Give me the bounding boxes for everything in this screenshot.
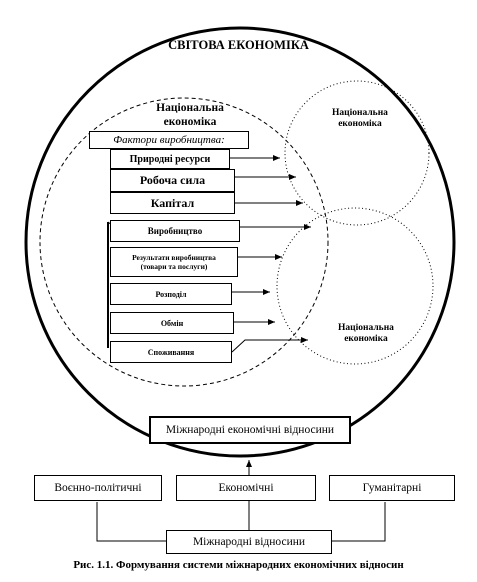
national-economy-bottom-circle xyxy=(276,207,434,365)
process-distribution: Розподіл xyxy=(110,283,232,305)
arrow-consumption xyxy=(231,337,308,353)
world-economy-title: СВІТОВА ЕКОНОМІКА xyxy=(168,38,309,52)
international-relations-box: Міжнародні відносини xyxy=(166,530,332,554)
link-humanitarian xyxy=(332,502,386,542)
world-economy-circle xyxy=(24,26,456,458)
relation-military-political: Воєнно-політичні xyxy=(34,475,162,501)
factors-header: Фактори виробництва: xyxy=(89,131,249,149)
process-production: Виробництво xyxy=(110,220,240,242)
link-military xyxy=(96,502,166,542)
factor-natural-resources: Природні ресурси xyxy=(110,149,230,169)
factor-labor: Робоча сила xyxy=(110,169,235,192)
process-result: Результати виробництва(товари та послуги… xyxy=(110,247,238,277)
process-exchange: Обмін xyxy=(110,312,234,334)
relation-humanitarian: Гуманітарні xyxy=(329,475,455,501)
relation-economic: Економічні xyxy=(176,475,316,501)
factor-capital: Капітал xyxy=(110,192,235,214)
figure-caption: Рис. 1.1. Формування системи міжнародних… xyxy=(73,559,404,571)
international-economic-relations-box: Міжнародні економічні відносини xyxy=(149,416,351,444)
national-economy-main-circle xyxy=(39,97,329,387)
national-economy-top-circle xyxy=(284,80,430,226)
process-consumption: Споживання xyxy=(110,341,232,363)
